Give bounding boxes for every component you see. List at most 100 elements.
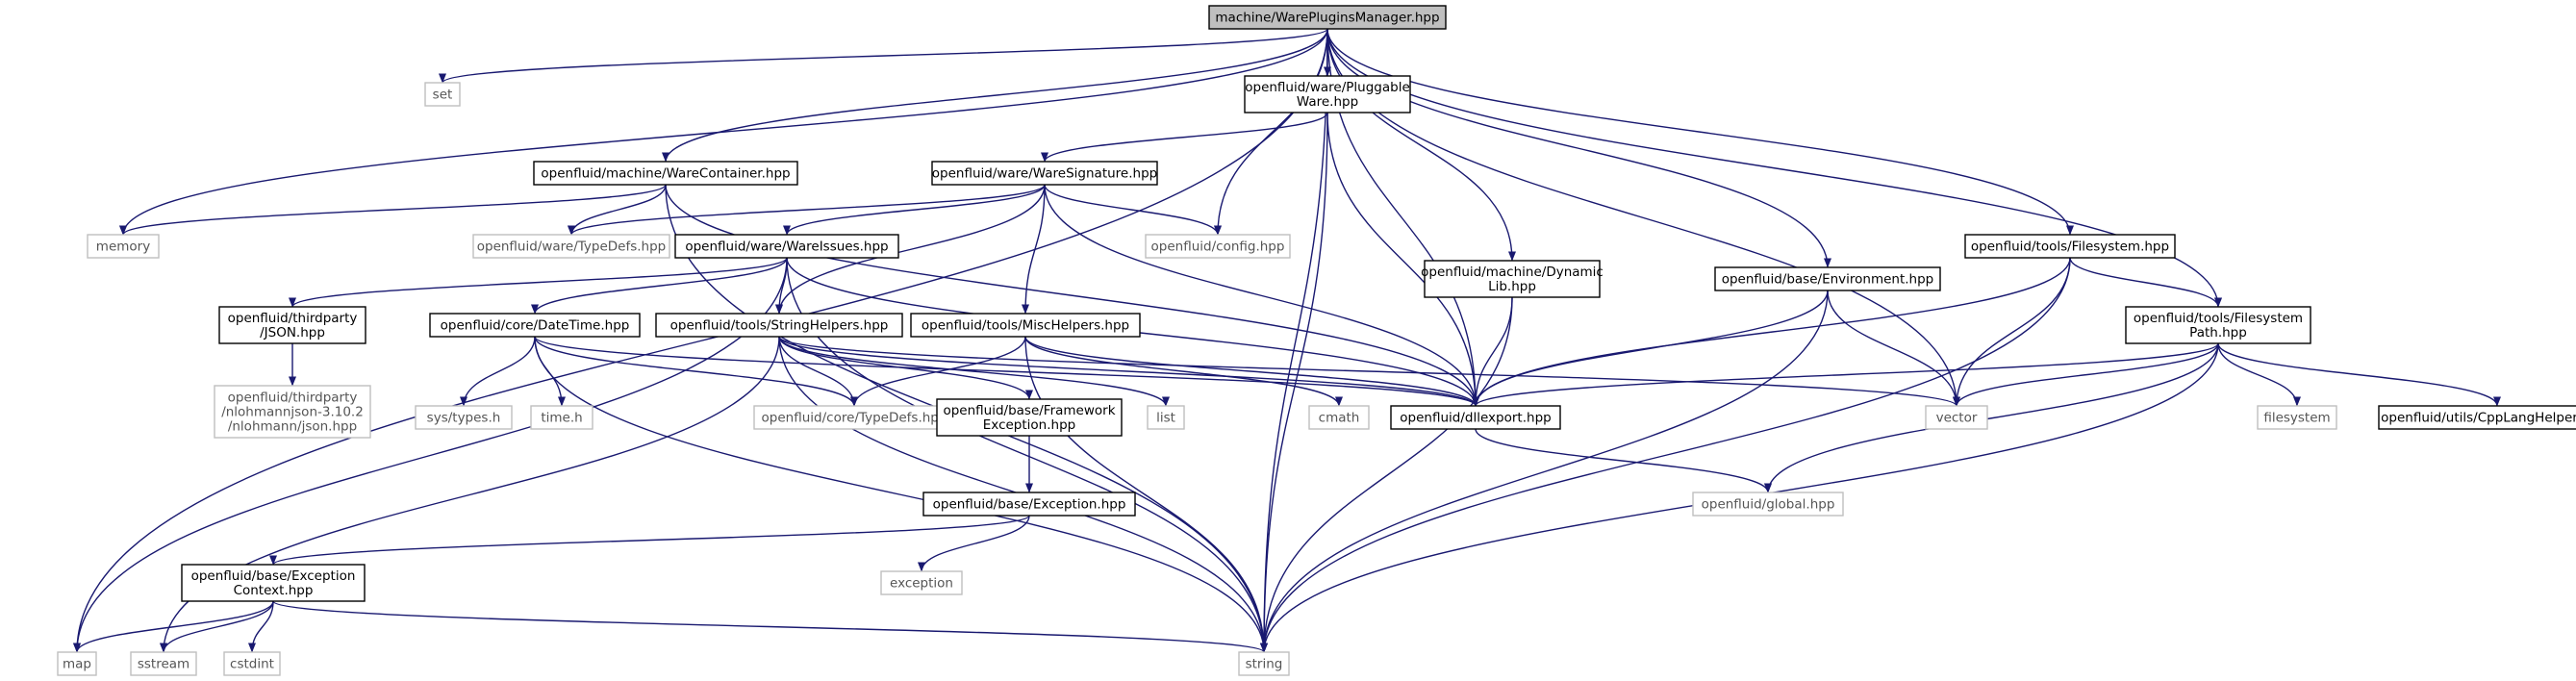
edge-fsys-to-string — [1260, 257, 2071, 653]
node-systypes-label: sys/types.h — [427, 411, 501, 426]
edge-strhelpers-to-dllexport — [778, 336, 1479, 407]
edge-root-to-warecontainer — [662, 28, 1328, 163]
node-warecontainer[interactable]: openfluid/machine/WareContainer.hpp — [533, 161, 798, 186]
edge-root-to-fsys — [1326, 28, 2074, 236]
node-map-label: map — [63, 657, 91, 672]
node-root-box — [1208, 5, 1447, 30]
node-fsys-label: openfluid/tools/Filesystem.hpp — [1971, 240, 2169, 255]
edge-waresig-to-wareissues — [783, 184, 1046, 236]
node-exception_hpp[interactable]: openfluid/base/Exception.hpp — [922, 492, 1136, 517]
edge-mischelpers-to-dllexport — [1024, 336, 1479, 407]
node-config: openfluid/config.hpp — [1145, 234, 1291, 259]
edge-fspath-to-global — [1764, 342, 2219, 493]
edge-strhelpers-to-list — [778, 336, 1170, 407]
node-cpplang[interactable]: openfluid/utils/CppLangHelpers.hpp — [2378, 405, 2576, 430]
edge-dynlib-to-dllexport — [1472, 296, 1513, 407]
node-vector-label: vector — [1936, 411, 1978, 426]
node-datetime[interactable]: openfluid/core/DateTime.hpp — [429, 313, 641, 338]
node-systypes-box — [415, 405, 513, 430]
node-mischelpers-label: openfluid/tools/MiscHelpers.hpp — [922, 318, 1129, 334]
node-json[interactable]: openfluid/thirdparty/JSON.hpp — [218, 306, 366, 344]
node-cstdint: cstdint — [223, 651, 281, 676]
node-mischelpers[interactable]: openfluid/tools/MiscHelpers.hpp — [910, 313, 1141, 338]
node-env[interactable]: openfluid/base/Environment.hpp — [1714, 266, 1941, 291]
node-warecontainer-label: openfluid/machine/WareContainer.hpp — [541, 166, 790, 182]
edge-pluggable-to-dllexport — [1326, 112, 1479, 407]
node-framework-label: openfluid/base/Framework — [943, 403, 1115, 418]
edge-fsys-to-fspath — [2069, 257, 2222, 308]
edge-mischelpers-to-string — [1024, 336, 1268, 653]
node-string: string — [1238, 651, 1290, 676]
edge-wareissues-to-datetime — [531, 257, 788, 315]
edge-exccontext-to-string — [272, 600, 1268, 653]
node-typedefs_ware-box — [472, 234, 670, 259]
node-fsys-box — [1964, 234, 2176, 259]
edge-fsys-to-vector — [1953, 257, 2071, 407]
node-filesystem: filesystem — [2257, 405, 2337, 430]
node-root[interactable]: machine/WarePluginsManager.hpp — [1208, 5, 1447, 30]
edge-strhelpers-to-vector — [778, 336, 1960, 407]
node-memory: memory — [87, 234, 160, 259]
node-timeh-label: time.h — [541, 411, 582, 426]
node-set-label: set — [433, 88, 453, 103]
node-dynlib-box — [1424, 260, 1601, 298]
node-cmath: cmath — [1308, 405, 1370, 430]
node-dllexport[interactable]: openfluid/dllexport.hpp — [1390, 405, 1561, 430]
node-exception-label: exception — [890, 576, 953, 592]
edge-env-to-string — [1260, 290, 1829, 653]
edge-waresig-to-dllexport — [1044, 184, 1479, 407]
node-wareissues[interactable]: openfluid/ware/WareIssues.hpp — [674, 234, 899, 259]
node-nlohmann-box — [214, 385, 371, 439]
edge-strhelpers-to-framework — [778, 336, 1033, 400]
node-cmath-box — [1308, 405, 1370, 430]
node-pluggable-label: openfluid/ware/Pluggable — [1245, 80, 1410, 95]
edge-wareissues-to-json — [289, 257, 788, 308]
edge-exception_hpp-to-exception — [918, 515, 1030, 572]
node-waresig[interactable]: openfluid/ware/WareSignature.hpp — [931, 161, 1158, 186]
edge-fspath-to-dllexport — [1472, 342, 2219, 407]
edge-root-to-set — [439, 28, 1328, 84]
node-json-box — [218, 306, 366, 344]
edge-mischelpers-to-typedefs_core — [850, 336, 1026, 407]
edge-exccontext-to-map — [73, 600, 274, 653]
node-dllexport-box — [1390, 405, 1561, 430]
node-typedefs_core-box — [753, 405, 955, 430]
edge-env-to-vector — [1827, 290, 1960, 407]
node-strhelpers[interactable]: openfluid/tools/StringHelpers.hpp — [655, 313, 903, 338]
edge-root-to-memory — [119, 28, 1328, 236]
node-strhelpers-box — [655, 313, 903, 338]
node-exception_hpp-box — [922, 492, 1136, 517]
node-nlohmann: openfluid/thirdparty/nlohmannjson-3.10.2… — [214, 385, 371, 439]
node-typedefs_ware: openfluid/ware/TypeDefs.hpp — [472, 234, 670, 259]
node-mischelpers-box — [910, 313, 1141, 338]
node-filesystem-box — [2257, 405, 2337, 430]
edge-strhelpers-to-sstream — [160, 336, 780, 653]
node-typedefs_core: openfluid/core/TypeDefs.hpp — [753, 405, 955, 430]
node-framework-label: Exception.hpp — [983, 417, 1075, 433]
node-exception_hpp-label: openfluid/base/Exception.hpp — [933, 497, 1126, 513]
edge-warecontainer-to-memory — [119, 184, 667, 236]
edge-root-to-map — [73, 28, 1328, 653]
edge-datetime-to-string — [534, 336, 1268, 653]
node-layer: machine/WarePluginsManager.hpp set openflu… — [57, 5, 2576, 676]
node-timeh: time.h — [530, 405, 593, 430]
node-cpplang-label: openfluid/utils/CppLangHelpers.hpp — [2381, 411, 2576, 426]
node-env-box — [1714, 266, 1941, 291]
node-warecontainer-box — [533, 161, 798, 186]
edge-exception_hpp-to-exccontext — [269, 515, 1030, 566]
node-fsys[interactable]: openfluid/tools/Filesystem.hpp — [1964, 234, 2176, 259]
edge-fspath-to-cpplang — [2217, 342, 2501, 407]
node-exccontext-box — [181, 564, 366, 602]
edge-datetime-to-systypes — [460, 336, 536, 407]
node-set: set — [424, 82, 461, 107]
node-cpplang-box — [2378, 405, 2576, 430]
node-filesystem-label: filesystem — [2263, 411, 2330, 426]
node-wareissues-label: openfluid/ware/WareIssues.hpp — [685, 240, 888, 255]
edge-pluggable-to-waresig — [1041, 112, 1328, 163]
node-waresig-label: openfluid/ware/WareSignature.hpp — [932, 166, 1157, 182]
